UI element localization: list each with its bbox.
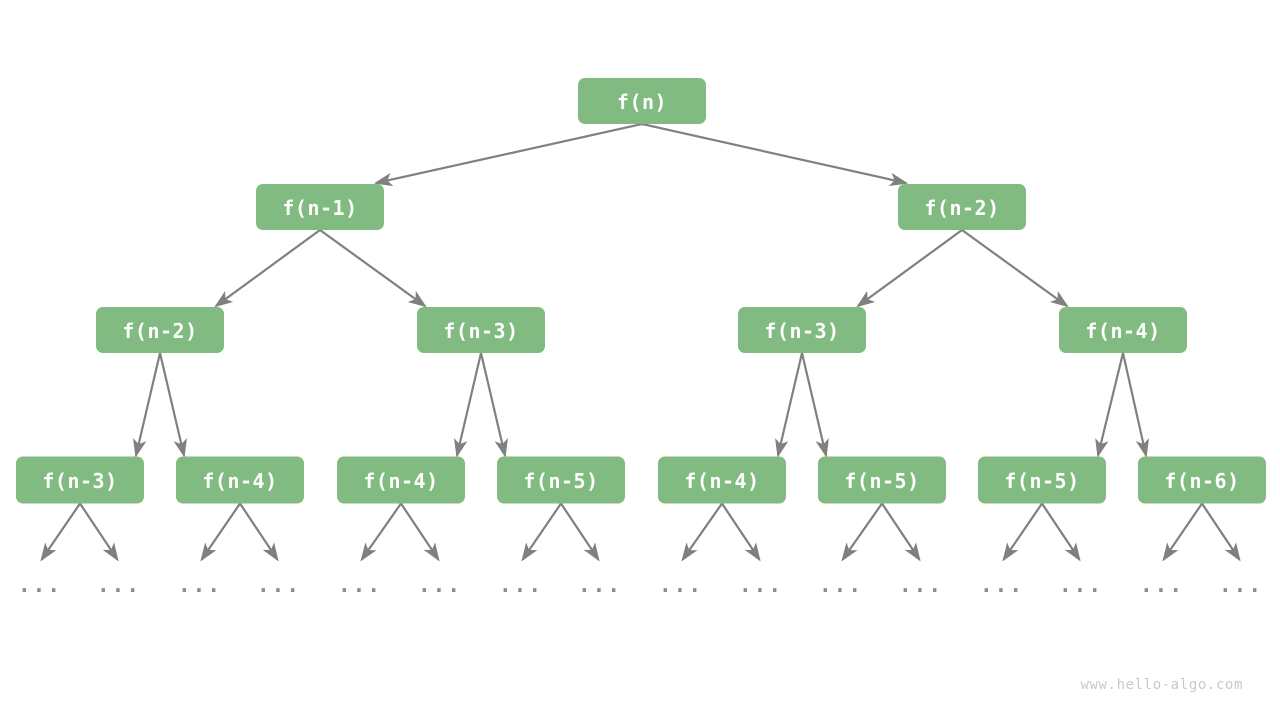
tree-node: f(n-2) [898, 184, 1026, 230]
tree-node: f(n-4) [176, 456, 304, 504]
tree-edge [800, 352, 829, 458]
ellipsis-label: ... [578, 573, 622, 597]
ellipsis-label: ... [819, 573, 863, 597]
node-box [578, 78, 706, 124]
tree-edge [641, 122, 909, 187]
nodes-layer: f(n) f(n-1) f(n-2) f(n-2) f(n-3) f(n-3) f(n-4)… [16, 78, 1266, 504]
ellipsis-label: ... [1059, 573, 1103, 597]
leaf-stub-edge [1041, 502, 1081, 562]
tree-edge [214, 229, 321, 308]
tree-node: f(n-4) [337, 456, 465, 504]
node-label: f(n-4) [202, 469, 277, 493]
node-box [898, 184, 1026, 230]
node-box [978, 456, 1106, 504]
node-box [417, 307, 545, 353]
tree-edge [856, 229, 963, 308]
node-label: f(n-3) [764, 319, 839, 343]
leaf-stub-edge [560, 502, 600, 562]
node-label: f(n-5) [1004, 469, 1079, 493]
tree-node: f(n-5) [497, 456, 625, 504]
tree-edge [1095, 352, 1125, 458]
node-box [497, 456, 625, 504]
node-label: f(n-2) [924, 196, 999, 220]
ellipsis-label: ... [499, 573, 543, 597]
tree-node: f(n-4) [1059, 307, 1187, 353]
node-label: f(n-4) [1085, 319, 1160, 343]
tree-node: f(n-6) [1138, 456, 1266, 504]
node-label: f(n-2) [122, 319, 197, 343]
leaf-stub-edge [200, 502, 241, 562]
node-box [1059, 307, 1187, 353]
ellipsis-label: ... [899, 573, 943, 597]
node-label: f(n-4) [684, 469, 759, 493]
node-label: f(n-6) [1164, 469, 1239, 493]
leaf-stub-edge [1201, 502, 1241, 562]
node-box [1138, 456, 1266, 504]
node-box [337, 456, 465, 504]
ellipsis-label: ... [980, 573, 1024, 597]
ellipsis-layer: ........................................… [18, 573, 1263, 597]
ellipsis-label: ... [97, 573, 141, 597]
leaf-stub-edge [521, 502, 562, 562]
node-box [256, 184, 384, 230]
watermark: www.hello-algo.com [1080, 677, 1243, 693]
leaf-stub-edge [239, 502, 279, 562]
node-box [738, 307, 866, 353]
node-label: f(n-3) [42, 469, 117, 493]
ellipsis-label: ... [739, 573, 783, 597]
ellipsis-label: ... [338, 573, 382, 597]
node-label: f(n) [617, 90, 667, 114]
tree-node: f(n-3) [417, 307, 545, 353]
leaf-stub-edge [360, 502, 402, 562]
leaf-stub-edge [681, 502, 723, 562]
tree-edge [454, 352, 483, 458]
tree-edge [133, 352, 162, 458]
leaf-stub-edge [881, 502, 921, 562]
tree-edge [961, 229, 1069, 308]
node-box [658, 456, 786, 504]
node-label: f(n-1) [282, 196, 357, 220]
ellipsis-label: ... [1219, 573, 1263, 597]
ellipsis-label: ... [418, 573, 462, 597]
node-label: f(n-5) [844, 469, 919, 493]
node-label: f(n-3) [443, 319, 518, 343]
node-box [176, 456, 304, 504]
edges-layer [133, 122, 1150, 458]
leaf-stub-edge [1162, 502, 1203, 562]
tree-edge [479, 352, 508, 458]
ellipsis-label: ... [659, 573, 703, 597]
leaf-stub-edges-layer [40, 502, 1241, 562]
leaf-stub-edge [721, 502, 761, 562]
tree-node: f(n-3) [16, 456, 144, 504]
ellipsis-label: ... [18, 573, 62, 597]
tree-edge [373, 122, 643, 187]
node-box [16, 456, 144, 504]
tree-edge [775, 352, 804, 458]
tree-edge [158, 352, 187, 458]
tree-edge [319, 229, 427, 308]
leaf-stub-edge [400, 502, 440, 562]
leaf-stub-edge [79, 502, 119, 562]
node-box [96, 307, 224, 353]
tree-node: f(n) [578, 78, 706, 124]
tree-node: f(n-2) [96, 307, 224, 353]
node-box [818, 456, 946, 504]
node-label: f(n-5) [523, 469, 598, 493]
ellipsis-label: ... [257, 573, 301, 597]
tree-edge [1121, 352, 1150, 458]
tree-node: f(n-5) [978, 456, 1106, 504]
leaf-stub-edge [841, 502, 883, 562]
leaf-stub-edge [1002, 502, 1043, 562]
node-label: f(n-4) [363, 469, 438, 493]
tree-node: f(n-3) [738, 307, 866, 353]
leaf-stub-edge [40, 502, 81, 562]
ellipsis-label: ... [1140, 573, 1184, 597]
tree-node: f(n-5) [818, 456, 946, 504]
tree-node: f(n-1) [256, 184, 384, 230]
ellipsis-label: ... [178, 573, 222, 597]
tree-node: f(n-4) [658, 456, 786, 504]
